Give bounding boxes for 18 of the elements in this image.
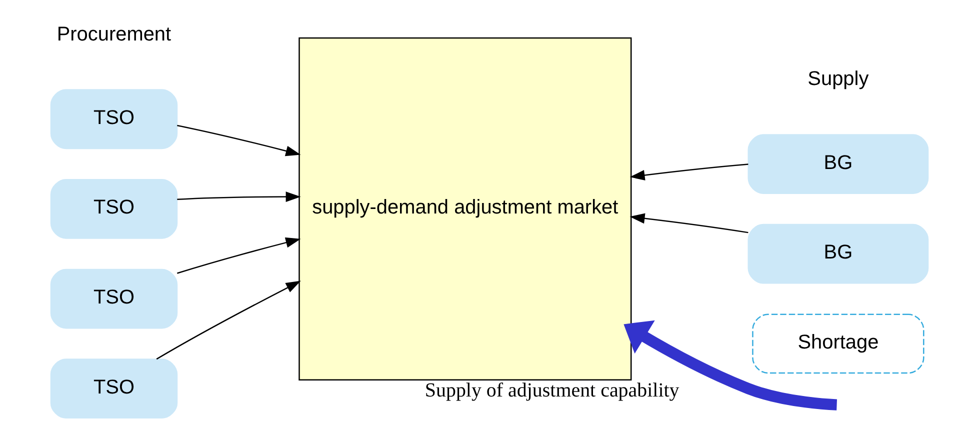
node-box: BG	[748, 224, 929, 284]
node-box: BG	[748, 134, 929, 194]
arrow	[624, 320, 838, 410]
edge-label: Supply of adjustment capability	[424, 379, 680, 402]
arrow	[156, 280, 301, 360]
label: Procurement	[56, 23, 172, 46]
arrow	[177, 192, 301, 202]
node-box: TSO	[50, 89, 178, 150]
node-box: TSO	[50, 358, 178, 419]
node-box: supply-demand adjustment market	[298, 37, 632, 380]
node-box: Shortage	[752, 314, 924, 374]
node-box: TSO	[50, 179, 178, 239]
arrow	[176, 237, 301, 274]
arrow	[177, 124, 301, 156]
node-box: TSO	[50, 268, 178, 329]
arrow	[630, 164, 748, 180]
arrow	[630, 213, 748, 234]
label: Supply	[808, 68, 869, 90]
